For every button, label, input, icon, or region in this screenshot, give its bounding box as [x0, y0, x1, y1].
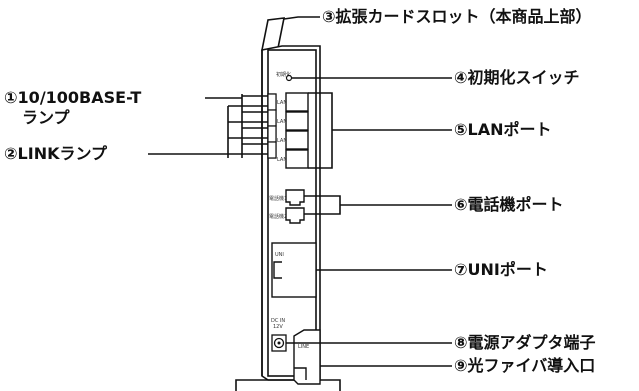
leader-slot [283, 16, 320, 20]
label-phone-ports: ⑥電話機ポート [454, 195, 564, 214]
line-text: LINE [298, 344, 309, 350]
lan-port-labels: LAN LAN LAN LAN [277, 100, 287, 163]
phone-ports: 電話機1 電話機2 [269, 189, 305, 224]
label-10-100-lamp-line2: ランプ [22, 108, 70, 127]
lan-text-2: LAN [277, 119, 287, 125]
label-link-lamp: ②LINKランプ [4, 144, 108, 163]
dcin-text: DC IN [271, 318, 285, 324]
lamps [267, 93, 277, 159]
lan-port-2[interactable] [285, 111, 309, 131]
label-expansion-slot: ③拡張カードスロット（本商品上部） [322, 7, 592, 26]
leader-lines [148, 16, 452, 367]
init-text: 初期化 [276, 71, 291, 78]
phone-port-1[interactable] [285, 189, 305, 206]
lan-text-4: LAN [277, 157, 287, 163]
dcin-v-text: 12V [273, 324, 283, 330]
label-10-100-lamp-line1: ①10/100BASE-T [4, 88, 142, 107]
label-lan-ports: ⑤LANポート [454, 120, 552, 139]
tel1-text: 電話機1 [269, 195, 287, 202]
label-fiber: ⑨光ファイバ導入口 [454, 356, 596, 375]
init-switch[interactable]: 初期化 [276, 71, 293, 82]
tel2-text: 電話機2 [269, 213, 287, 220]
base [235, 379, 341, 391]
label-power: ⑧電源アダプタ端子 [454, 333, 596, 352]
lan-port-4[interactable] [285, 149, 309, 169]
card-slot-top [260, 17, 286, 51]
lan-port-3[interactable] [285, 130, 309, 150]
label-init-switch: ④初期化スイッチ [454, 68, 580, 87]
uni-text: UNI [275, 252, 284, 258]
phone-port-2[interactable] [285, 207, 305, 224]
fiber-inlet[interactable]: LINE [293, 329, 321, 385]
lan-text-1: LAN [277, 100, 287, 106]
label-uni-port: ⑦UNIポート [454, 260, 548, 279]
lan-ports [285, 92, 309, 169]
lan-port-1[interactable] [285, 92, 309, 112]
power-jack[interactable]: DC IN 12V [271, 318, 287, 352]
lan-text-3: LAN [277, 138, 287, 144]
uni-port[interactable]: UNI [271, 242, 317, 298]
